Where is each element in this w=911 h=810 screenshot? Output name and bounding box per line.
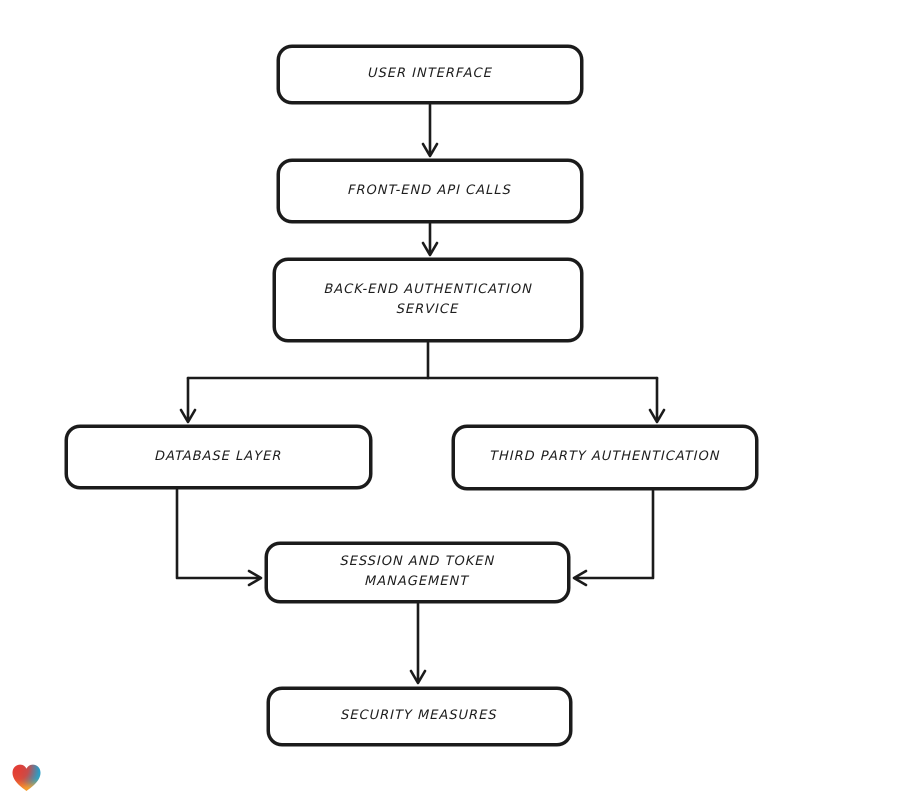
edge-session-to-security (409, 602, 427, 685)
edge-front-end-to-back-end (421, 222, 439, 257)
node-label: USER INTERFACE (367, 66, 493, 82)
node-label: FRONT-END API CALLS (347, 182, 513, 198)
heart-logo-icon[interactable] (10, 762, 43, 793)
node-third-party-authentication: THIRD PARTY AUTHENTICATION (452, 425, 758, 490)
node-security-measures: SECURITY MEASURES (267, 687, 572, 746)
node-database-layer: DATABASE LAYER (65, 425, 372, 489)
edge-database-to-session (175, 488, 263, 587)
node-label: BACK-END AUTHENTICATION SERVICE (323, 281, 533, 317)
edge-user-interface-to-front-end (421, 103, 439, 158)
node-label: SESSION AND TOKEN MANAGEMENT (340, 554, 496, 590)
node-label: DATABASE LAYER (154, 448, 283, 464)
node-label: SECURITY MEASURES (340, 708, 499, 724)
edge-back-end-branch (179, 341, 666, 424)
node-label: THIRD PARTY AUTHENTICATION (489, 449, 721, 465)
node-front-end-api-calls: FRONT-END API CALLS (277, 159, 583, 223)
node-user-interface: USER INTERFACE (277, 45, 583, 104)
node-back-end-authentication-service: BACK-END AUTHENTICATION SERVICE (273, 258, 583, 342)
node-session-and-token-management: SESSION AND TOKEN MANAGEMENT (265, 542, 570, 603)
edge-third-party-to-session (572, 489, 655, 587)
